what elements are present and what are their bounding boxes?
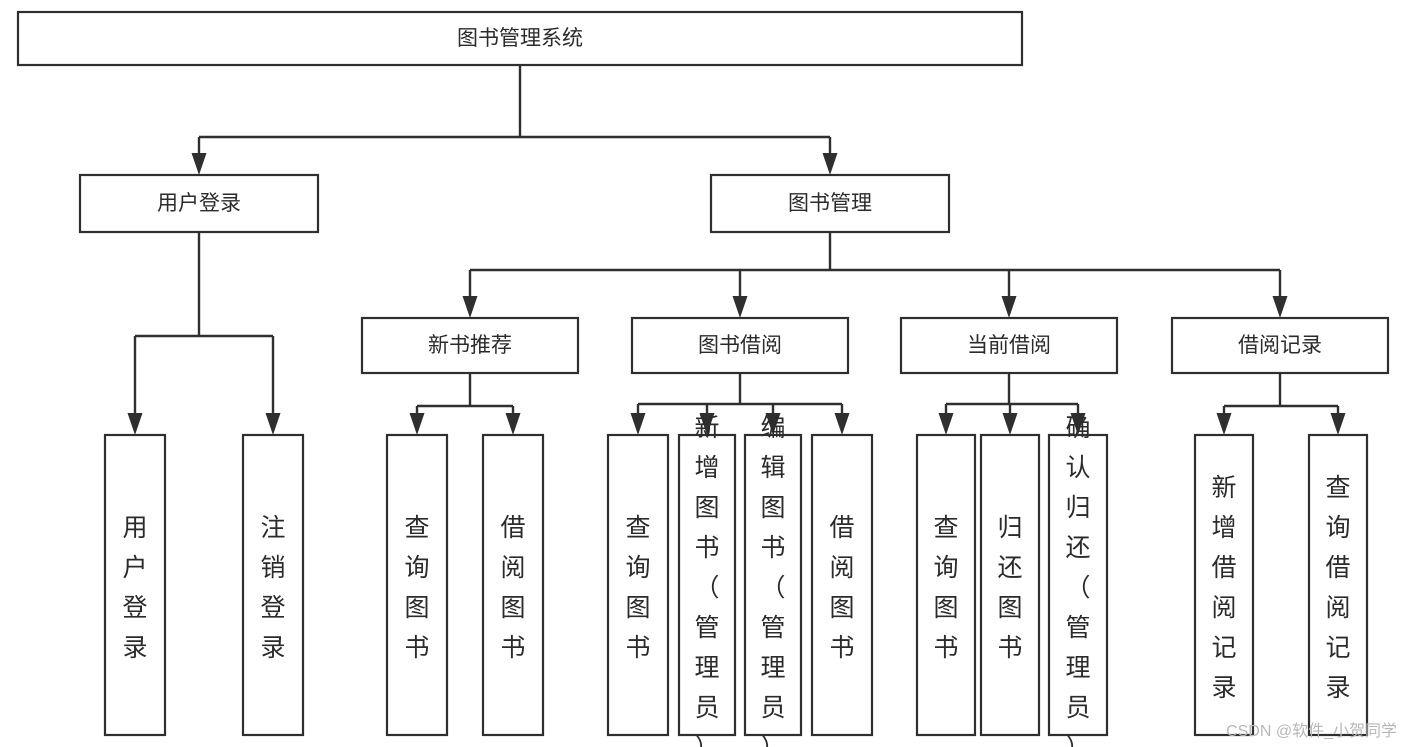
node-l2[interactable]: 注销登录 bbox=[241, 433, 305, 737]
node-label-l5: 查询图书 bbox=[625, 514, 650, 662]
node-box-l12[interactable] bbox=[1193, 433, 1255, 737]
borrow-bus-arrowhead-2 bbox=[699, 413, 715, 435]
node-l9[interactable]: 查询图书 bbox=[915, 433, 977, 737]
watermark-text: CSDN @软件_小贺同学 bbox=[1226, 723, 1397, 740]
node-box-n_borrow[interactable] bbox=[630, 316, 850, 375]
book-mgmt-bus-arrowhead-3 bbox=[1001, 296, 1017, 318]
node-label-l13: 查询借阅记录 bbox=[1325, 474, 1350, 702]
node-box-l10[interactable] bbox=[979, 433, 1041, 737]
node-box-n_user_login[interactable] bbox=[78, 173, 320, 234]
node-box-l2[interactable] bbox=[241, 433, 305, 737]
node-n_current[interactable]: 当前借阅 bbox=[899, 316, 1119, 375]
node-n_book_mgmt[interactable]: 图书管理 bbox=[709, 173, 951, 234]
node-label-n_user_login: 用户登录 bbox=[157, 192, 241, 215]
book-mgmt-bus-arrowhead-4 bbox=[1272, 296, 1288, 318]
borrow-bus-arrowhead-4 bbox=[834, 413, 850, 435]
node-label-l6: 新增图书（管理员） bbox=[694, 414, 719, 747]
current-bus-arrowhead-3 bbox=[1070, 413, 1086, 435]
root-bus-arrowhead-2 bbox=[822, 153, 838, 175]
node-label-l9: 查询图书 bbox=[933, 514, 958, 662]
book-mgmt-bus-arrowhead-1 bbox=[462, 296, 478, 318]
user-login-bus-arrowhead-1 bbox=[127, 413, 143, 435]
node-l1[interactable]: 用户登录 bbox=[103, 433, 167, 737]
book-mgmt-bus-arrowhead-2 bbox=[732, 296, 748, 318]
node-box-l5[interactable] bbox=[606, 433, 670, 737]
node-label-n_record: 借阅记录 bbox=[1238, 334, 1322, 357]
record-bus-arrowhead-2 bbox=[1330, 413, 1346, 435]
node-label-l2: 注销登录 bbox=[260, 514, 285, 662]
node-n_user_login[interactable]: 用户登录 bbox=[78, 173, 320, 234]
node-box-l9[interactable] bbox=[915, 433, 977, 737]
node-label-l1: 用户登录 bbox=[122, 514, 147, 662]
node-label-l4: 借阅图书 bbox=[500, 514, 525, 662]
node-l7[interactable]: 编辑图书（管理员） bbox=[743, 414, 803, 747]
node-n_record[interactable]: 借阅记录 bbox=[1170, 316, 1390, 375]
node-label-l7: 编辑图书（管理员） bbox=[760, 414, 785, 747]
current-bus-arrowhead-1 bbox=[938, 413, 954, 435]
node-box-l13[interactable] bbox=[1307, 433, 1369, 737]
node-n_borrow[interactable]: 图书借阅 bbox=[630, 316, 850, 375]
node-box-l11[interactable] bbox=[1047, 433, 1109, 737]
node-box-l1[interactable] bbox=[103, 433, 167, 737]
node-l13[interactable]: 查询借阅记录 bbox=[1307, 433, 1369, 737]
node-l6[interactable]: 新增图书（管理员） bbox=[677, 414, 737, 747]
node-label-l3: 查询图书 bbox=[404, 514, 429, 662]
borrow-bus-arrowhead-3 bbox=[765, 413, 781, 435]
node-n_new_book[interactable]: 新书推荐 bbox=[360, 316, 580, 375]
node-label-l10: 归还图书 bbox=[997, 514, 1022, 662]
node-l10[interactable]: 归还图书 bbox=[979, 433, 1041, 737]
node-l5[interactable]: 查询图书 bbox=[606, 433, 670, 737]
node-label-n_book_mgmt: 图书管理 bbox=[788, 192, 872, 215]
node-l11[interactable]: 确认归还（管理员） bbox=[1047, 414, 1109, 747]
node-layer: 图书管理系统用户登录图书管理新书推荐图书借阅当前借阅借阅记录用户登录注销登录查询… bbox=[16, 10, 1390, 747]
root-bus-arrowhead-1 bbox=[191, 153, 207, 175]
node-box-n_book_mgmt[interactable] bbox=[709, 173, 951, 234]
node-box-l8[interactable] bbox=[810, 433, 874, 737]
node-l3[interactable]: 查询图书 bbox=[385, 433, 449, 737]
new-book-bus-arrowhead-2 bbox=[505, 413, 521, 435]
node-label-n_current: 当前借阅 bbox=[967, 334, 1051, 357]
node-label-l11: 确认归还（管理员） bbox=[1065, 414, 1090, 747]
node-box-l4[interactable] bbox=[481, 433, 545, 737]
node-l4[interactable]: 借阅图书 bbox=[481, 433, 545, 737]
node-box-root[interactable] bbox=[16, 10, 1024, 67]
node-label-root: 图书管理系统 bbox=[457, 27, 583, 50]
node-label-l12: 新增借阅记录 bbox=[1211, 474, 1236, 702]
node-l12[interactable]: 新增借阅记录 bbox=[1193, 433, 1255, 737]
node-label-n_new_book: 新书推荐 bbox=[428, 334, 512, 357]
current-bus-arrowhead-2 bbox=[1002, 413, 1018, 435]
node-box-l7[interactable] bbox=[743, 433, 803, 737]
node-label-n_borrow: 图书借阅 bbox=[698, 334, 782, 357]
node-box-l3[interactable] bbox=[385, 433, 449, 737]
node-box-n_current[interactable] bbox=[899, 316, 1119, 375]
user-login-bus-arrowhead-2 bbox=[265, 413, 281, 435]
borrow-bus-arrowhead-1 bbox=[630, 413, 646, 435]
node-l8[interactable]: 借阅图书 bbox=[810, 433, 874, 737]
connector-layer bbox=[127, 65, 1346, 435]
node-box-l6[interactable] bbox=[677, 433, 737, 737]
node-box-n_new_book[interactable] bbox=[360, 316, 580, 375]
node-root[interactable]: 图书管理系统 bbox=[16, 10, 1024, 67]
new-book-bus-arrowhead-1 bbox=[409, 413, 425, 435]
record-bus-arrowhead-1 bbox=[1216, 413, 1232, 435]
node-box-n_record[interactable] bbox=[1170, 316, 1390, 375]
node-label-l8: 借阅图书 bbox=[829, 514, 854, 662]
